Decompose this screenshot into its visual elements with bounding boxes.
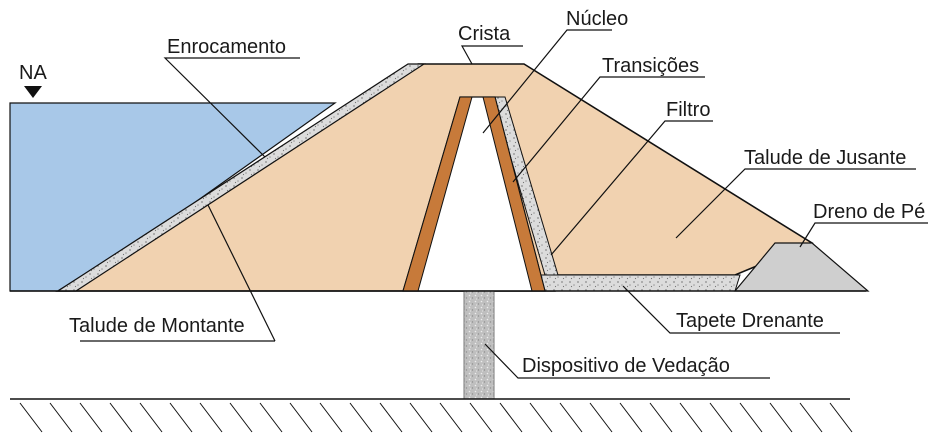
label-filtro: Filtro bbox=[666, 99, 710, 121]
hatch-stroke bbox=[79, 402, 103, 433]
hatch-stroke bbox=[829, 402, 853, 433]
hatch-stroke bbox=[379, 402, 403, 433]
filter-layer bbox=[492, 96, 559, 276]
hatch-stroke bbox=[679, 402, 703, 433]
water-level-label: NA bbox=[19, 62, 47, 84]
hatch-stroke bbox=[739, 402, 763, 433]
label-talude-montante: Talude de Montante bbox=[69, 315, 245, 337]
hatch-stroke bbox=[319, 402, 343, 433]
hatch-stroke bbox=[229, 402, 253, 433]
hatch-stroke bbox=[259, 402, 283, 433]
label-dreno-pe: Dreno de Pé bbox=[813, 201, 925, 223]
hatch-stroke bbox=[349, 402, 373, 433]
label-nucleo: Núcleo bbox=[566, 8, 628, 30]
label-transicoes: Transições bbox=[602, 55, 699, 77]
hatch-stroke bbox=[709, 402, 733, 433]
hatch-stroke bbox=[649, 402, 673, 433]
hatch-stroke bbox=[769, 402, 793, 433]
hatch-stroke bbox=[439, 402, 463, 433]
hatch-stroke bbox=[139, 402, 163, 433]
water-level-marker-icon bbox=[24, 86, 42, 98]
hatch-stroke bbox=[559, 402, 583, 433]
hatch-stroke bbox=[19, 402, 43, 433]
hatch-stroke bbox=[619, 402, 643, 433]
label-enrocamento: Enrocamento bbox=[167, 36, 286, 58]
hatch-stroke bbox=[469, 402, 493, 433]
hatch-stroke bbox=[49, 402, 73, 433]
hatch-stroke bbox=[109, 402, 133, 433]
hatch-stroke bbox=[799, 402, 823, 433]
hatch-stroke bbox=[499, 402, 523, 433]
cutoff-wall bbox=[463, 290, 495, 400]
hatch-stroke bbox=[529, 402, 553, 433]
label-crista: Crista bbox=[458, 23, 511, 45]
hatch-stroke bbox=[589, 402, 613, 433]
hatch-stroke bbox=[169, 402, 193, 433]
hatch-stroke bbox=[289, 402, 313, 433]
drainage-blanket bbox=[528, 274, 741, 292]
label-dispositivo-vedacao: Dispositivo de Vedação bbox=[522, 355, 730, 377]
hatch-stroke bbox=[199, 402, 223, 433]
leader-lines bbox=[80, 29, 928, 379]
label-tapete-drenante: Tapete Drenante bbox=[676, 310, 824, 332]
label-talude-jusante: Talude de Jusante bbox=[744, 147, 906, 169]
foundation-hatching bbox=[19, 402, 853, 433]
hatch-stroke bbox=[409, 402, 433, 433]
